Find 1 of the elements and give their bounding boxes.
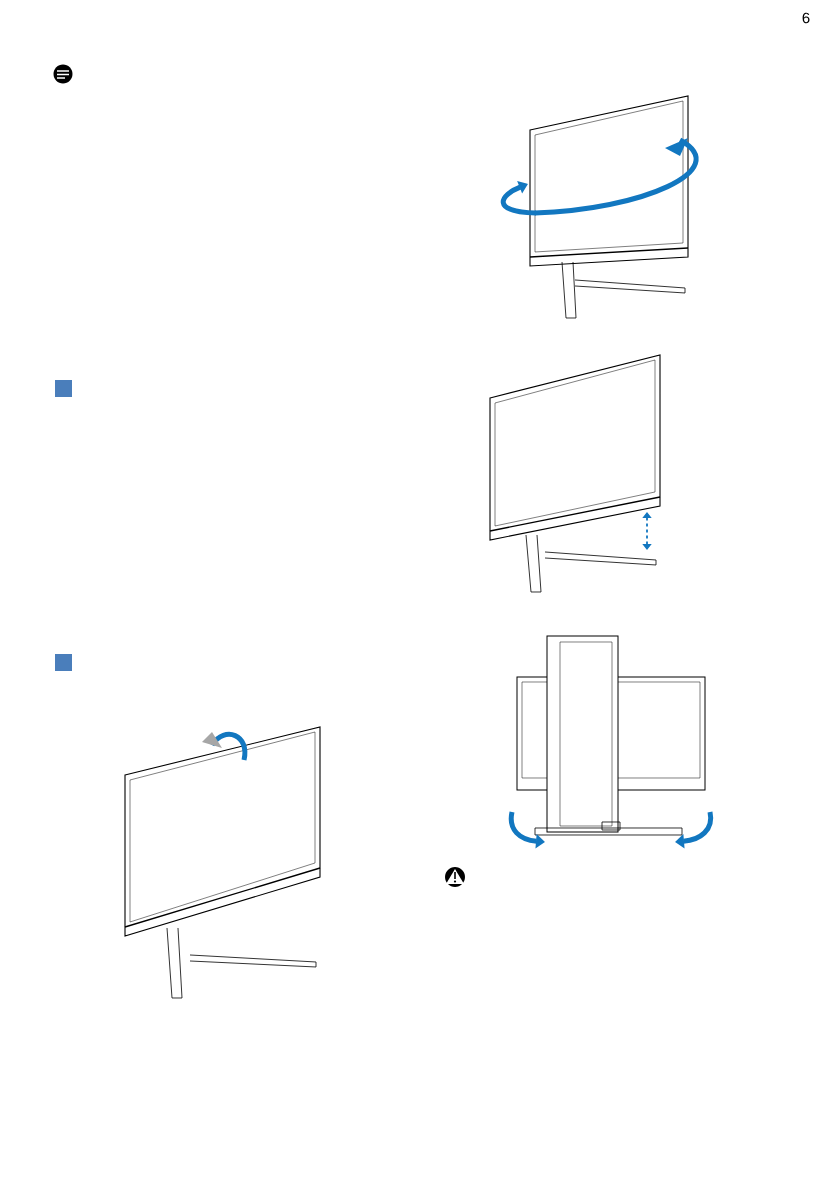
page-number: 6: [802, 12, 810, 24]
